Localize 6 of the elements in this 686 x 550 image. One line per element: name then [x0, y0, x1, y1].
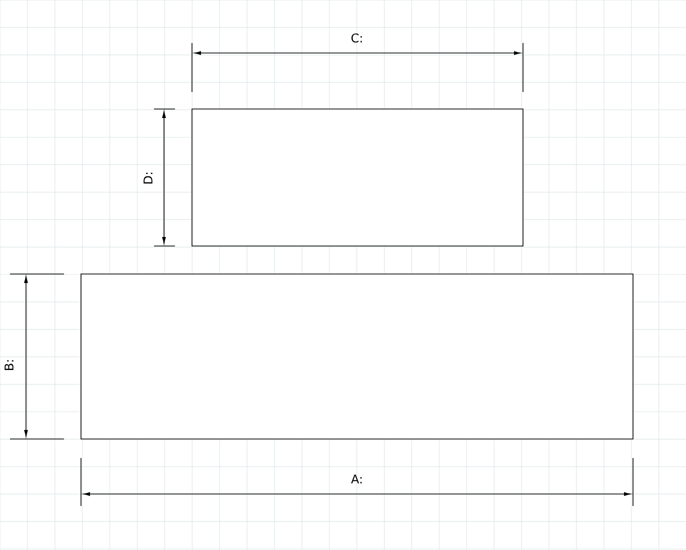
dimension-label: C:: [351, 33, 362, 43]
rectangle: [80, 274, 634, 440]
dimension-label: A:: [351, 474, 362, 484]
rectangle: [192, 108, 524, 246]
dimension-label: B:: [4, 360, 14, 370]
dimension-label: D:: [144, 172, 152, 184]
